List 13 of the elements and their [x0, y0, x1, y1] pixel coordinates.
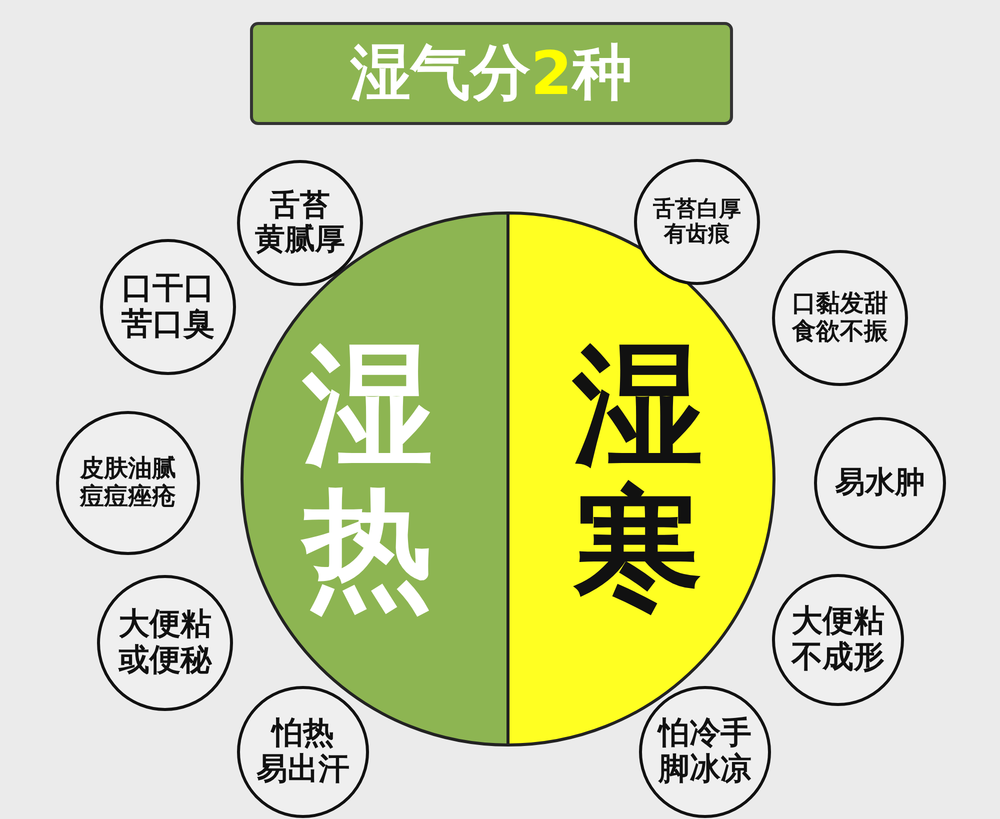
half-label: 湿寒 [573, 334, 703, 620]
half-label: 湿热 [303, 334, 433, 620]
symptom-text: 口干口苦口臭 [122, 271, 214, 343]
symptom-text: 大便粘不成形 [792, 604, 884, 676]
symptom-text: 舌苔黄腻厚 [255, 188, 345, 258]
title-banner: 湿气分2种 [250, 22, 733, 125]
symptom-text: 怕冷手脚冰凉 [658, 716, 752, 788]
symptom-text: 怕热易出汗 [256, 716, 350, 788]
symptom-text: 舌苔白厚有齿痕 [653, 196, 741, 248]
symptom-text: 易水肿 [835, 466, 925, 500]
symptom-text: 大便粘或便秘 [118, 607, 212, 679]
symptom-text: 皮肤油腻痘痘痤疮 [80, 455, 176, 511]
symptom-text: 口黏发甜食欲不振 [792, 290, 888, 346]
